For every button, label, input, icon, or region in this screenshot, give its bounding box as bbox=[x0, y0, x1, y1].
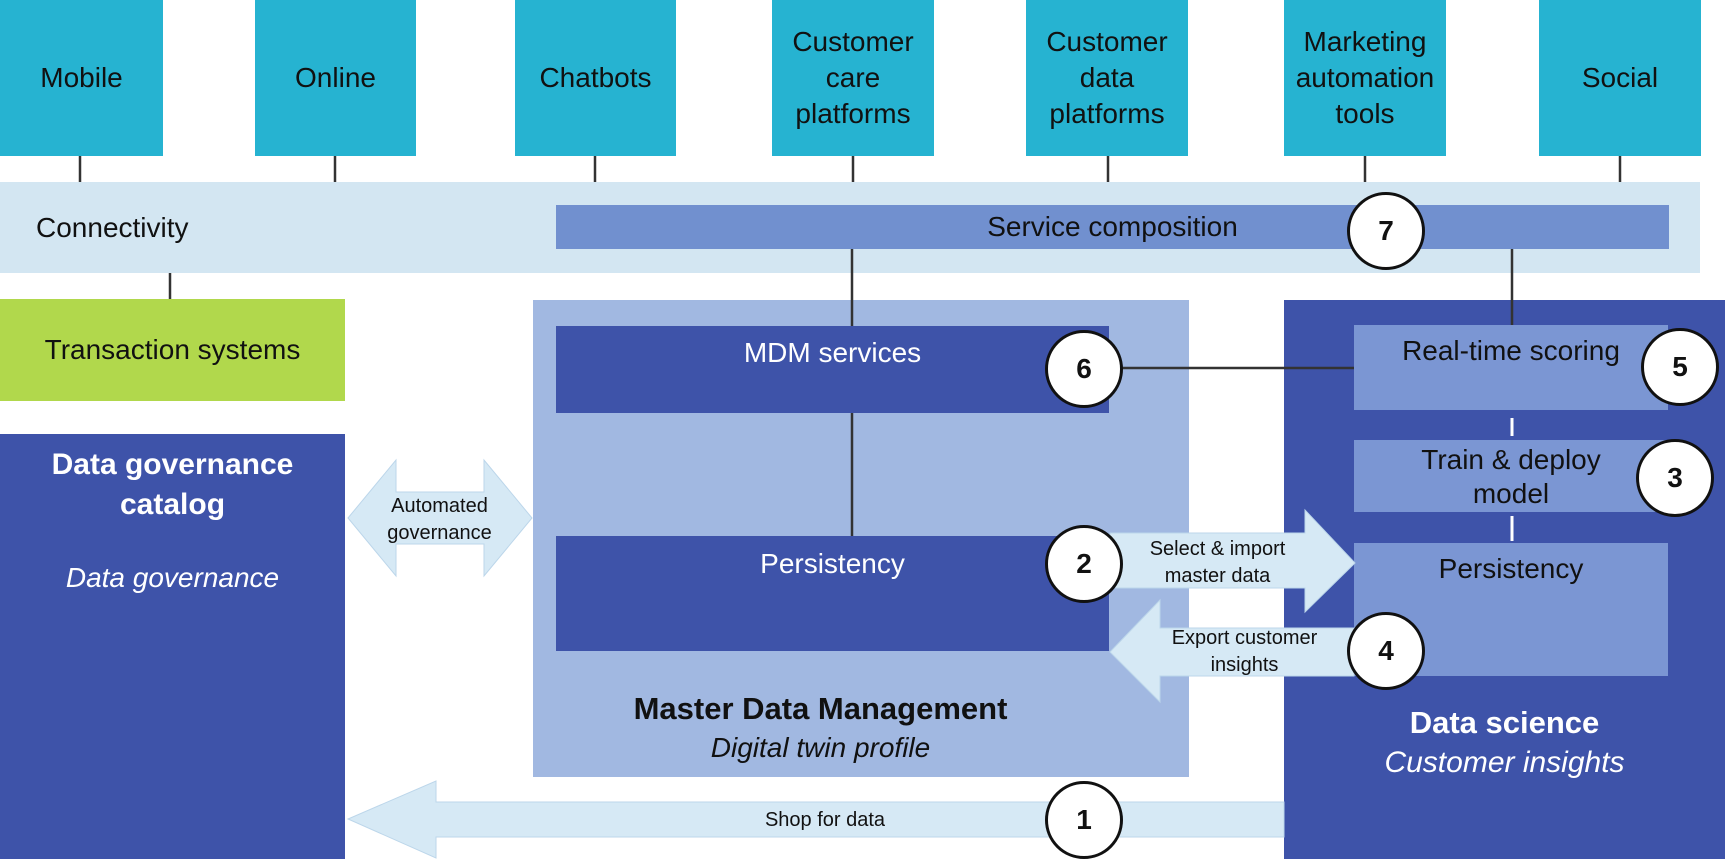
step-4-badge: 4 bbox=[1347, 612, 1425, 690]
select-import-arrow bbox=[1109, 508, 1356, 614]
realtime-scoring-box bbox=[1354, 325, 1668, 410]
data-science-title: Data science bbox=[1409, 705, 1600, 740]
mdm-services-label: MDM services bbox=[743, 337, 922, 368]
automated-governance-label: Automated governance bbox=[387, 495, 492, 544]
train-deploy-box bbox=[1354, 440, 1668, 512]
data-governance-title: Data governance catalog bbox=[51, 448, 294, 521]
step-3-badge: 3 bbox=[1636, 439, 1714, 517]
shop-for-data-arrow bbox=[346, 780, 1285, 859]
service-composition-bar bbox=[556, 205, 1669, 249]
export-insights-arrow bbox=[1109, 598, 1355, 704]
step-2-badge: 2 bbox=[1045, 525, 1123, 603]
mdm-services-box bbox=[556, 326, 1109, 413]
channel-customer-data-platforms: Customer data platforms bbox=[1026, 0, 1188, 156]
transaction-systems-box: Transaction systems bbox=[0, 299, 345, 401]
channel-chatbots: Chatbots bbox=[515, 0, 676, 156]
connector-lines bbox=[78, 156, 1622, 536]
mdm-subtitle: Digital twin profile bbox=[710, 732, 931, 763]
step-5-badge: 5 bbox=[1641, 328, 1719, 406]
select-import-label: Select & import master data bbox=[1149, 538, 1286, 587]
channel-mobile: Mobile bbox=[0, 0, 163, 156]
ds-persistency-label: Persistency bbox=[1438, 553, 1584, 584]
train-deploy-label: Train & deploy model bbox=[1421, 444, 1601, 509]
realtime-scoring-label: Real-time scoring bbox=[1402, 335, 1620, 366]
shop-for-data-label: Shop for data bbox=[764, 809, 886, 831]
service-composition-label: Service composition bbox=[987, 211, 1238, 242]
step-6-badge: 6 bbox=[1045, 330, 1123, 408]
data-science-subtitle: Customer insights bbox=[1384, 746, 1625, 779]
channel-marketing-automation-tools: Marketing automation tools bbox=[1284, 0, 1446, 156]
channel-social: Social bbox=[1539, 0, 1701, 156]
data-governance-subtitle: Data governance bbox=[65, 562, 280, 593]
channel-customer-care-platforms: Customer care platforms bbox=[772, 0, 934, 156]
step-1-badge: 1 bbox=[1045, 781, 1123, 859]
connectivity-label: Connectivity bbox=[36, 212, 189, 243]
mdm-persistency-box bbox=[556, 536, 1109, 651]
channel-online: Online bbox=[255, 0, 416, 156]
data-governance-panel bbox=[0, 434, 345, 859]
export-insights-label: Export customer insights bbox=[1171, 627, 1318, 676]
automated-governance-arrow bbox=[347, 458, 533, 578]
mdm-persistency-label: Persistency bbox=[760, 548, 905, 579]
mdm-title: Master Data Management bbox=[633, 691, 1008, 726]
step-7-badge: 7 bbox=[1347, 192, 1425, 270]
